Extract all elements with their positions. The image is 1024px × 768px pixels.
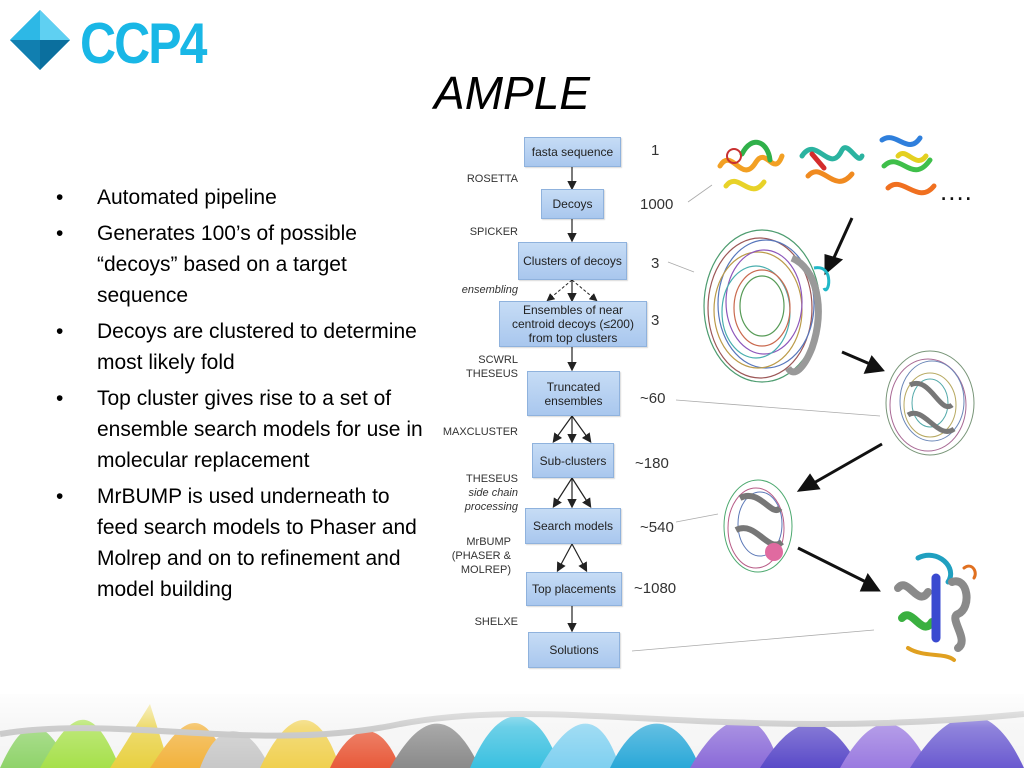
step-label: MOLREP) [460, 564, 511, 576]
step-label: processing [464, 501, 518, 513]
bullet-item: • Automated pipeline [56, 182, 436, 213]
diamond-logo-icon [10, 10, 70, 70]
step-label: THESEUS [466, 473, 518, 485]
step-label: SHELXE [474, 616, 518, 628]
bullet-text: MrBUMP is used underneath to feed search… [97, 485, 417, 601]
step-rosetta: ROSETTA [418, 172, 518, 186]
bullet-marker: • [56, 222, 64, 245]
bullet-marker: • [56, 186, 64, 209]
bullet-item: • Generates 100’s of possible “decoys” ba… [56, 218, 436, 311]
step-scwrl-theseus: SCWRL THESEUS [418, 353, 518, 381]
dashed-arrows [546, 279, 598, 302]
solved-protein-structure-image [894, 552, 977, 662]
box-label: Truncated ensembles [544, 379, 603, 408]
step-label: side chain [468, 487, 518, 499]
box-label: Top placements [531, 582, 617, 596]
step-label: MAXCLUSTER [442, 426, 518, 438]
step-label: ROSETTA [466, 173, 518, 185]
step-mrbump: MrBUMP (PHASER & MOLREP) [411, 535, 511, 577]
rainbow-protein-structures-image [717, 135, 937, 196]
box-search-models: Search models [525, 508, 621, 544]
box-label: Search models [532, 519, 614, 533]
box-top-placements: Top placements [526, 572, 622, 606]
box-ensembles: Ensembles of near centroid decoys (≤200)… [499, 301, 647, 347]
box-solutions: Solutions [528, 632, 620, 668]
truncated-ensemble-image [885, 350, 975, 456]
pointer-lines [631, 184, 881, 652]
box-label: Solutions [549, 643, 599, 657]
bullet-item: • Top cluster gives rise to a set of ense… [56, 383, 436, 476]
ccp4-logo: CCP4 [8, 8, 207, 76]
step-ensembling: ensembling [418, 283, 518, 297]
step-maxcluster: MAXCLUSTER [418, 425, 518, 439]
step-label: ensembling [461, 284, 518, 296]
bullet-marker: • [56, 485, 64, 508]
logo-text: CCP4 [80, 11, 207, 76]
box-decoys: Decoys [541, 189, 604, 219]
box-truncated-ensembles: Truncated ensembles [527, 371, 620, 416]
count-ensembles: 3 [651, 312, 660, 329]
box-fasta-sequence: fasta sequence [524, 137, 621, 167]
step-label: MrBUMP [466, 536, 511, 548]
bullet-list: • Automated pipeline • Generates 100’s of … [56, 182, 436, 610]
bullet-marker: • [56, 387, 64, 410]
bullet-item: • Decoys are clustered to determine most … [56, 316, 436, 378]
bullet-text: Top cluster gives rise to a set of ensem… [97, 387, 423, 472]
box-subclusters: Sub-clusters [532, 443, 614, 478]
step-label: SPICKER [469, 226, 518, 238]
decoy-cluster-bundle-image [703, 229, 831, 383]
count-clusters: 3 [651, 255, 660, 272]
count-decoys: 1000 [640, 196, 674, 213]
bullet-text: Decoys are clustered to determine most l… [97, 320, 417, 374]
box-label: fasta sequence [531, 145, 614, 159]
box-clusters: Clusters of decoys [518, 242, 627, 280]
search-model-ensemble-image [723, 479, 793, 573]
bullet-text: Automated pipeline [97, 186, 277, 209]
box-label: Ensembles of near centroid decoys (≤200)… [512, 303, 634, 345]
bullet-marker: • [56, 320, 64, 343]
box-label: Clusters of decoys [523, 254, 622, 268]
ellipsis-text: .... [940, 176, 973, 206]
count-fasta: 1 [651, 142, 660, 159]
step-label: SCWRL [478, 354, 518, 366]
box-label: Decoys [552, 197, 593, 211]
box-label: Sub-clusters [539, 453, 607, 468]
step-label: (PHASER & [451, 550, 511, 562]
count-subclusters: ~180 [635, 455, 669, 472]
count-truncated: ~60 [640, 390, 666, 407]
decorative-ribbon-footer [0, 694, 1024, 768]
bullet-item: • MrBUMP is used underneath to feed searc… [56, 481, 436, 605]
count-search: ~540 [640, 519, 674, 536]
step-theseus-sidechain: THESEUS side chain processing [418, 472, 518, 514]
step-label: THESEUS [466, 368, 518, 380]
count-top: ~1080 [634, 580, 677, 597]
bullet-text: Generates 100’s of possible “decoys” bas… [97, 222, 357, 307]
step-spicker: SPICKER [418, 225, 518, 239]
flow-arrows [552, 167, 592, 633]
slide-title: AMPLE [434, 67, 590, 119]
step-shelxe: SHELXE [418, 615, 518, 629]
image-arrows [796, 217, 885, 592]
